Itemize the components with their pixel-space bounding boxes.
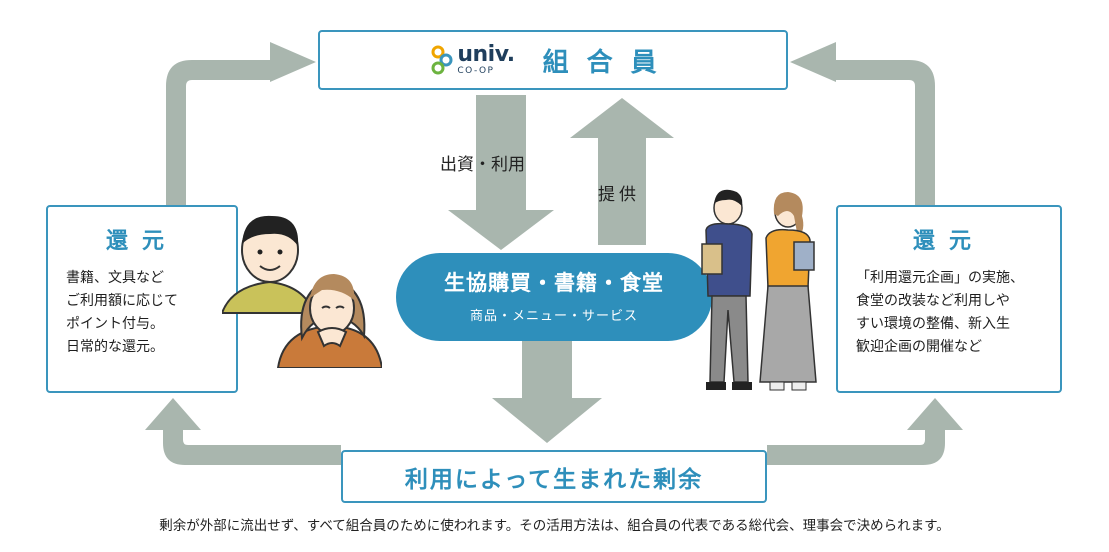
coop-services-pill: 生協購買・書籍・食堂 商品・メニュー・サービス — [396, 253, 712, 341]
right-return-body: 「利用還元企画」の実施、 食堂の改装など利用しや すい環境の整備、新入生 歓迎企… — [856, 267, 1042, 359]
students-left-illustration — [222, 215, 382, 368]
member-box: univ. CO-OP 組合員 — [318, 30, 788, 90]
right-line-3: すい環境の整備、新入生 — [856, 316, 1010, 332]
member-title: 組合員 — [542, 47, 675, 78]
left-line-3: ポイント付与。 — [66, 316, 164, 332]
arrow-provide-up — [570, 98, 674, 245]
right-return-box: 還元 「利用還元企画」の実施、 食堂の改装など利用しや すい環境の整備、新入生 … — [836, 205, 1062, 393]
left-line-2: ご利用額に応じて — [66, 293, 178, 309]
logo-coop-text: CO-OP — [457, 66, 495, 76]
coop-logo: univ. CO-OP — [431, 42, 515, 76]
services-main: 生協購買・書籍・食堂 — [444, 271, 664, 295]
left-return-title: 還元 — [105, 229, 178, 254]
coop-logo-icon — [431, 45, 453, 75]
arrow-center-to-surplus — [492, 340, 602, 443]
surplus-box: 利用によって生まれた剰余 — [341, 450, 767, 503]
arrow-left-to-member — [166, 42, 316, 205]
logo-univ-text: univ. — [457, 42, 515, 67]
provide-label: 提供 — [598, 185, 640, 205]
right-line-2: 食堂の改装など利用しや — [856, 293, 1010, 309]
left-line-4: 日常的な還元。 — [66, 339, 164, 355]
footer-note: 剰余が外部に流出せず、すべて組合員のために使われます。その活用方法は、組合員の代… — [159, 518, 950, 534]
surplus-title: 利用によって生まれた剰余 — [404, 466, 704, 493]
left-return-box: 還元 書籍、文具など ご利用額に応じて ポイント付与。 日常的な還元。 — [46, 205, 238, 393]
right-line-1: 「利用還元企画」の実施、 — [856, 270, 1024, 286]
arrow-surplus-to-left — [145, 398, 341, 465]
left-line-1: 書籍、文具など — [66, 270, 164, 286]
right-return-title: 還元 — [912, 229, 985, 254]
right-line-4: 歓迎企画の開催など — [856, 339, 982, 355]
services-sub: 商品・メニュー・サービス — [469, 309, 638, 324]
arrow-invest-down — [448, 95, 554, 250]
arrow-right-to-member — [790, 42, 935, 205]
students-right-illustration — [701, 189, 817, 391]
invest-label: 出資・利用 — [440, 155, 525, 175]
left-return-body: 書籍、文具など ご利用額に応じて ポイント付与。 日常的な還元。 — [66, 267, 218, 359]
arrow-surplus-to-right — [767, 398, 963, 465]
